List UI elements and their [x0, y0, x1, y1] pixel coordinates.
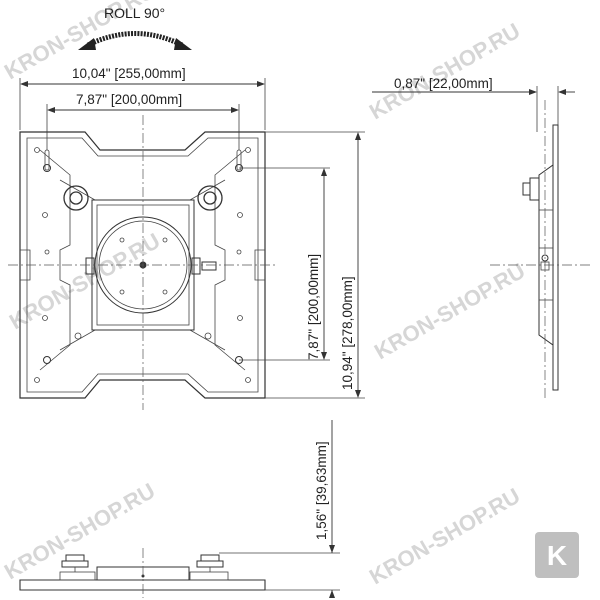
dim-width-inner — [46, 104, 240, 150]
dim-profile-height-label: 1,56" [39,63mm] — [314, 441, 329, 540]
dim-width-outer-label: 10,04" [255,00mm] — [72, 66, 186, 81]
watermark-text-5: KRON-SHOP.RU — [0, 478, 159, 584]
dim-height-outer — [265, 131, 365, 399]
dim-height-inner — [239, 167, 330, 361]
watermark-text-6: KRON-SHOP.RU — [365, 483, 524, 589]
dim-height-outer-label: 10,94" [278,00mm] — [340, 276, 355, 390]
dim-width-inner-label: 7,87" [200,00mm] — [76, 92, 182, 107]
bottom-profile-view — [19, 554, 266, 591]
dim-height-inner-label: 7,87" [200,00mm] — [306, 254, 321, 360]
side-view — [522, 124, 559, 391]
dim-depth-label: 0,87" [22,00mm] — [394, 76, 493, 91]
dim-width-outer — [19, 78, 266, 130]
dim-profile-height — [219, 420, 340, 598]
kron-badge-icon: K — [535, 532, 579, 578]
dim-depth — [372, 86, 575, 132]
watermark-text-3: KRON-SHOP.RU — [5, 228, 164, 334]
watermark-text-4: KRON-SHOP.RU — [370, 258, 529, 364]
badge-letter: K — [547, 540, 567, 571]
watermark-text-2: KRON-SHOP.RU — [365, 18, 524, 124]
roll-arrow-icon — [78, 31, 192, 50]
roll-label: ROLL 90° — [104, 5, 165, 21]
